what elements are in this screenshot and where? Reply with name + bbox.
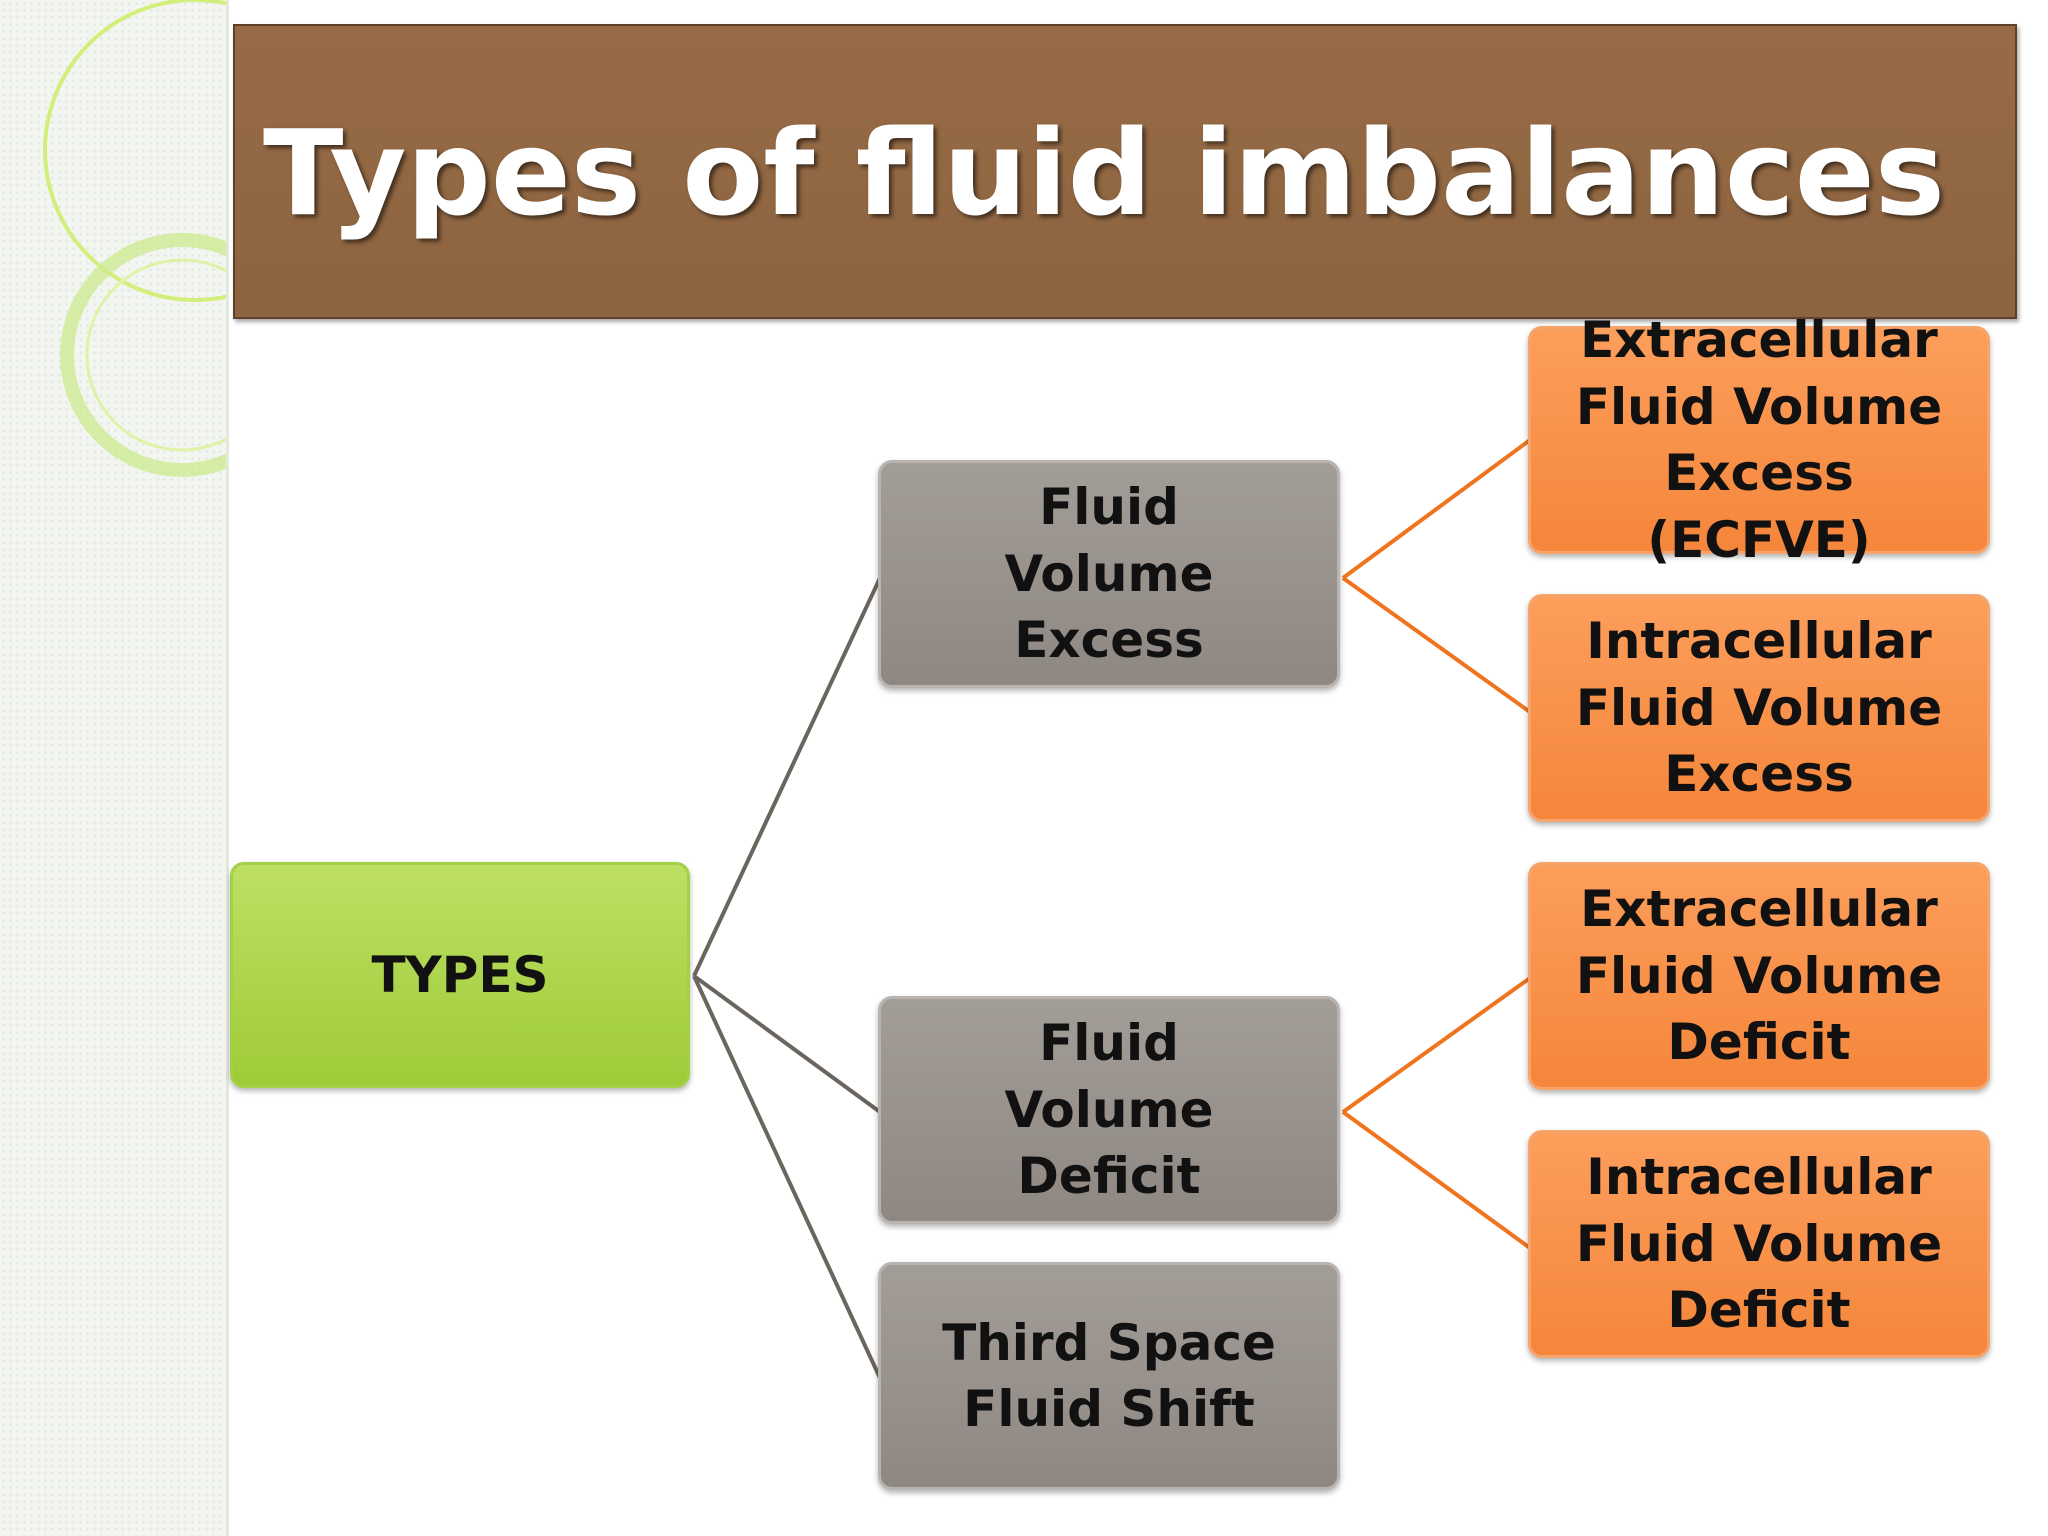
node-label: TYPES — [371, 946, 549, 1004]
node-label: Intracellular Fluid Volume Deficit — [1575, 1148, 1943, 1340]
node-fluid-volume-deficit: Fluid Volume Deficit — [878, 996, 1340, 1224]
decorative-rings — [43, 0, 226, 477]
connector-deficit-to-ecfvd — [1341, 976, 1532, 1114]
node-third-space-fluid-shift: Third Space Fluid Shift — [878, 1262, 1340, 1490]
connector-excess-to-ecfve — [1341, 438, 1532, 580]
connector-types-to-third-space — [692, 975, 882, 1379]
node-label: Third Space Fluid Shift — [942, 1313, 1276, 1439]
connector-types-to-excess — [692, 577, 882, 977]
large-ring — [43, 0, 226, 302]
small-ring — [60, 233, 226, 477]
node-types: TYPES — [230, 862, 690, 1088]
node-fluid-volume-excess: Fluid Volume Excess — [878, 460, 1340, 688]
node-label: Intracellular Fluid Volume Excess — [1575, 612, 1943, 804]
node-label: Extracellular Fluid Volume Deficit — [1575, 880, 1943, 1072]
node-ecfvd: Extracellular Fluid Volume Deficit — [1528, 862, 1990, 1090]
connector-excess-to-icfve — [1341, 576, 1532, 714]
left-decorative-strip — [0, 0, 229, 1536]
node-icfvd: Intracellular Fluid Volume Deficit — [1528, 1130, 1990, 1358]
connector-deficit-to-icfvd — [1341, 1110, 1532, 1250]
connector-types-to-deficit — [692, 974, 882, 1114]
node-ecfve: Extracellular Fluid Volume Excess (ECFVE… — [1528, 311, 1990, 569]
node-icfve: Intracellular Fluid Volume Excess — [1528, 594, 1990, 822]
inner-ring — [85, 258, 226, 452]
node-label: Extracellular Fluid Volume Excess (ECFVE… — [1575, 311, 1943, 569]
slide-title: Types of fluid imbalances — [263, 104, 1945, 242]
node-label: Fluid Volume Deficit — [1004, 1014, 1214, 1206]
title-banner: Types of fluid imbalances — [233, 24, 2017, 319]
node-label: Fluid Volume Excess — [1004, 478, 1214, 670]
